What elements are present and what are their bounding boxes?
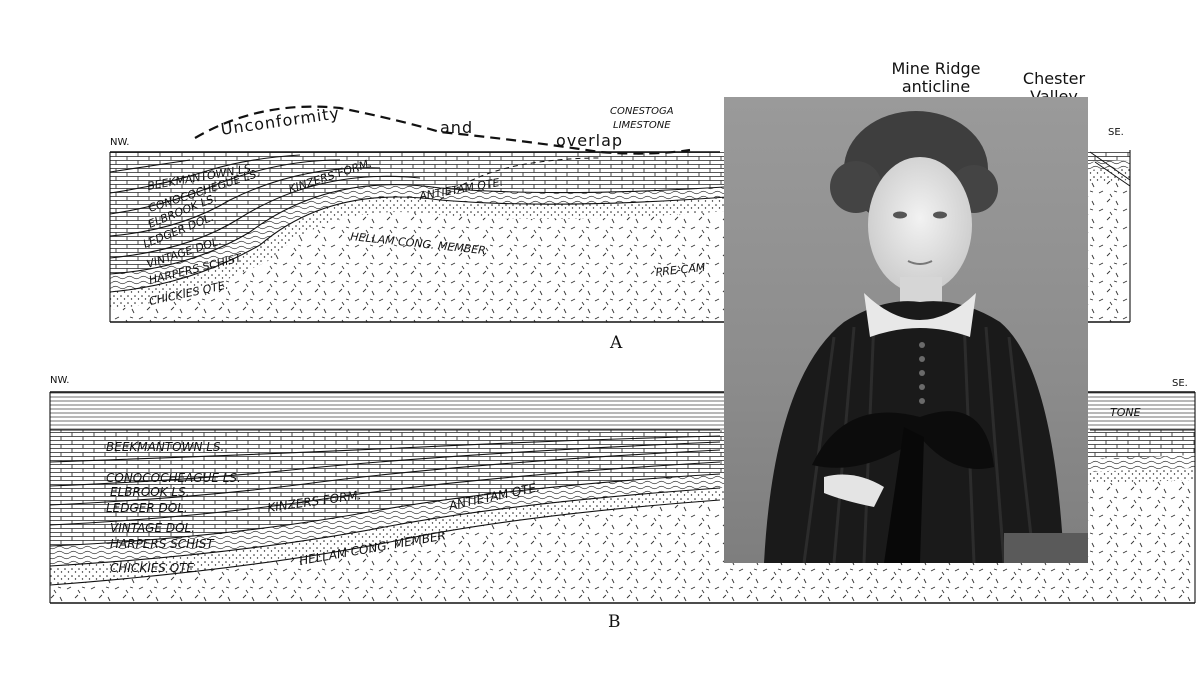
and-label: and: [440, 118, 473, 137]
conestoga-label-line1: CONESTOGA: [610, 106, 674, 117]
mine-ridge-label-line1: Mine Ridge: [891, 59, 981, 78]
section-a-chickies-layer: [110, 168, 1130, 310]
section-a-label: A: [609, 333, 623, 353]
unconformity-label: Unconformity: [220, 103, 342, 139]
section-b-tone-label: TONE: [1110, 406, 1141, 419]
section-b-beekmantown-label: BEEKMANTOWN LS.: [106, 440, 224, 454]
section-a-harpers-layer: [110, 160, 1130, 292]
section-a-carbonate-layers: [110, 152, 1130, 274]
section-b-conococheague-label: CONOCOCHEAGUE LS.: [106, 471, 241, 485]
mine-ridge-label: Mine Ridge anticline: [876, 60, 996, 96]
section-b-se-label: SE.: [1172, 378, 1188, 389]
section-b-ledger-label: LEDGER DOL.: [106, 501, 188, 515]
portrait-photo: [724, 97, 1088, 563]
section-b-chickies-label: CHICKIES QTE.: [110, 561, 198, 575]
section-b-vintage-label: VINTAGE DOL.: [110, 521, 195, 535]
section-b-harpers-label: HARPERS SCHIST: [110, 537, 215, 551]
mine-ridge-label-line2: anticline: [901, 77, 971, 96]
section-a-nw-label: NW.: [110, 137, 129, 148]
conestoga-label-line2: LIMESTONE: [613, 120, 671, 131]
section-a-se-label: SE.: [1108, 127, 1124, 138]
section-b-elbrook-label: ELBROOK LS.: [110, 485, 190, 499]
chester-label-line1: Chester: [1022, 69, 1086, 88]
portrait-woman: [764, 111, 1088, 563]
unconformity-line: [194, 105, 691, 155]
overlap-label: overlap: [556, 131, 623, 150]
section-b-nw-label: NW.: [50, 375, 69, 386]
section-b-label: B: [608, 612, 621, 632]
section-a-precam-label: PRE-CAM: [655, 261, 706, 279]
